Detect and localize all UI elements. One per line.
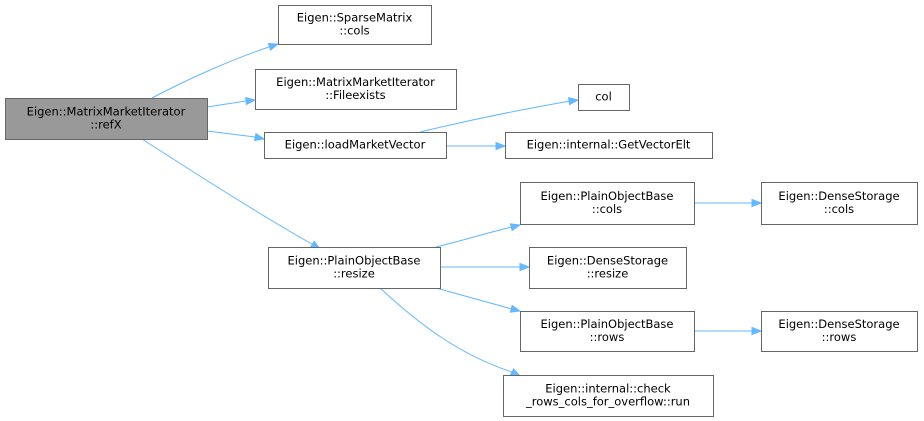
edge-pob_resize-to-check_overflow [379, 287, 522, 377]
edge-pob_cols-to-ds_cols [694, 198, 763, 208]
edge-refX-to-loadMarketVector [206, 130, 266, 142]
node-label-line: ::rows [822, 330, 857, 344]
node-box [761, 311, 918, 352]
arrowhead-icon [519, 262, 531, 272]
node-pob-resize[interactable]: Eigen::PlainObjectBase::resize [268, 247, 441, 289]
edge-line [206, 130, 256, 138]
node-pob-cols[interactable]: Eigen::PlainObjectBase::cols [520, 182, 695, 225]
arrowhead-icon [509, 223, 522, 232]
node-label-line: col [595, 90, 612, 104]
arrowhead-icon [253, 132, 266, 142]
node-sm-cols[interactable]: Eigen::SparseMatrix::cols [278, 5, 432, 45]
node-fileexists[interactable]: Eigen::MatrixMarketIterator::Fileexists [255, 69, 457, 110]
edge-line [206, 100, 247, 108]
node-label-line: ::refX [90, 118, 121, 132]
edge-line [435, 287, 513, 310]
node-label-line: Eigen::loadMarketVector [285, 138, 426, 152]
edge-pob_resize-to-pob_rows [435, 287, 522, 313]
edge-line [379, 287, 513, 373]
node-label-line: Eigen::MatrixMarketIterator [27, 105, 186, 119]
node-label-line: Eigen::DenseStorage [778, 317, 899, 331]
node-label-line: _rows_cols_for_overflow::run [525, 395, 690, 409]
node-loadMarketVector[interactable]: Eigen::loadMarketVector [264, 132, 447, 159]
edge-line [435, 226, 513, 248]
node-ds-rows[interactable]: Eigen::DenseStorage::rows [761, 311, 918, 352]
node-refX: Eigen::MatrixMarketIterator::refX [5, 98, 208, 140]
edge-pob_resize-to-pob_cols [435, 223, 522, 248]
edge-pob_resize-to-ds_resize [440, 262, 531, 272]
edge-line [151, 45, 273, 99]
edge-loadMarketVector-to-col [419, 96, 580, 133]
node-label-line: ::resize [333, 267, 375, 281]
edge-line [419, 100, 571, 133]
node-label-line: Eigen::DenseStorage [547, 254, 668, 268]
node-label-line: Eigen::PlainObjectBase [541, 317, 674, 331]
node-box [255, 69, 457, 110]
node-label-line: ::resize [587, 267, 629, 281]
arrowhead-icon [495, 141, 507, 151]
arrowhead-icon [245, 96, 257, 106]
node-box [5, 98, 208, 140]
node-check-overflow[interactable]: Eigen::internal::check_rows_cols_for_ove… [503, 375, 714, 417]
arrowhead-icon [509, 304, 522, 313]
edge-loadMarketVector-to-getVectorElt [446, 141, 507, 151]
node-box [529, 247, 687, 289]
node-box [503, 375, 714, 417]
edge-pob_rows-to-ds_rows [694, 326, 763, 336]
node-box [761, 182, 918, 225]
node-label-line: Eigen::MatrixMarketIterator [276, 75, 435, 89]
edge-refX-to-sm_cols [151, 42, 280, 99]
node-col[interactable]: col [578, 84, 630, 111]
node-label-line: Eigen::DenseStorage [778, 189, 899, 203]
node-label-line: Eigen::PlainObjectBase [541, 189, 674, 203]
node-ds-cols[interactable]: Eigen::DenseStorage::cols [761, 182, 918, 225]
arrowhead-icon [509, 367, 522, 377]
node-box [278, 5, 432, 45]
node-pob-rows[interactable]: Eigen::PlainObjectBase::rows [520, 311, 695, 352]
node-ds-resize[interactable]: Eigen::DenseStorage::resize [529, 247, 687, 289]
node-box [578, 84, 630, 111]
node-label-line: ::cols [592, 202, 622, 216]
node-box [505, 132, 713, 159]
node-label-line: ::cols [339, 24, 369, 38]
arrowhead-icon [568, 96, 580, 106]
arrowhead-icon [267, 42, 280, 52]
edge-line [141, 138, 313, 245]
node-box [520, 311, 695, 352]
node-label-line: Eigen::SparseMatrix [297, 11, 413, 25]
node-box [520, 182, 695, 225]
node-label-line: Eigen::internal::GetVectorElt [527, 138, 691, 152]
node-label-line: ::cols [824, 202, 854, 216]
arrowhead-icon [751, 198, 763, 208]
edge-refX-to-fileexists [206, 96, 257, 108]
node-label-line: ::Fileexists [325, 88, 385, 102]
node-box [264, 132, 447, 159]
node-label-line: Eigen::internal::check [545, 382, 671, 396]
arrowhead-icon [751, 326, 763, 336]
node-label-line: ::rows [590, 330, 625, 344]
node-label-line: Eigen::PlainObjectBase [288, 254, 421, 268]
node-box [268, 247, 441, 289]
node-getVectorElt[interactable]: Eigen::internal::GetVectorElt [505, 132, 713, 159]
